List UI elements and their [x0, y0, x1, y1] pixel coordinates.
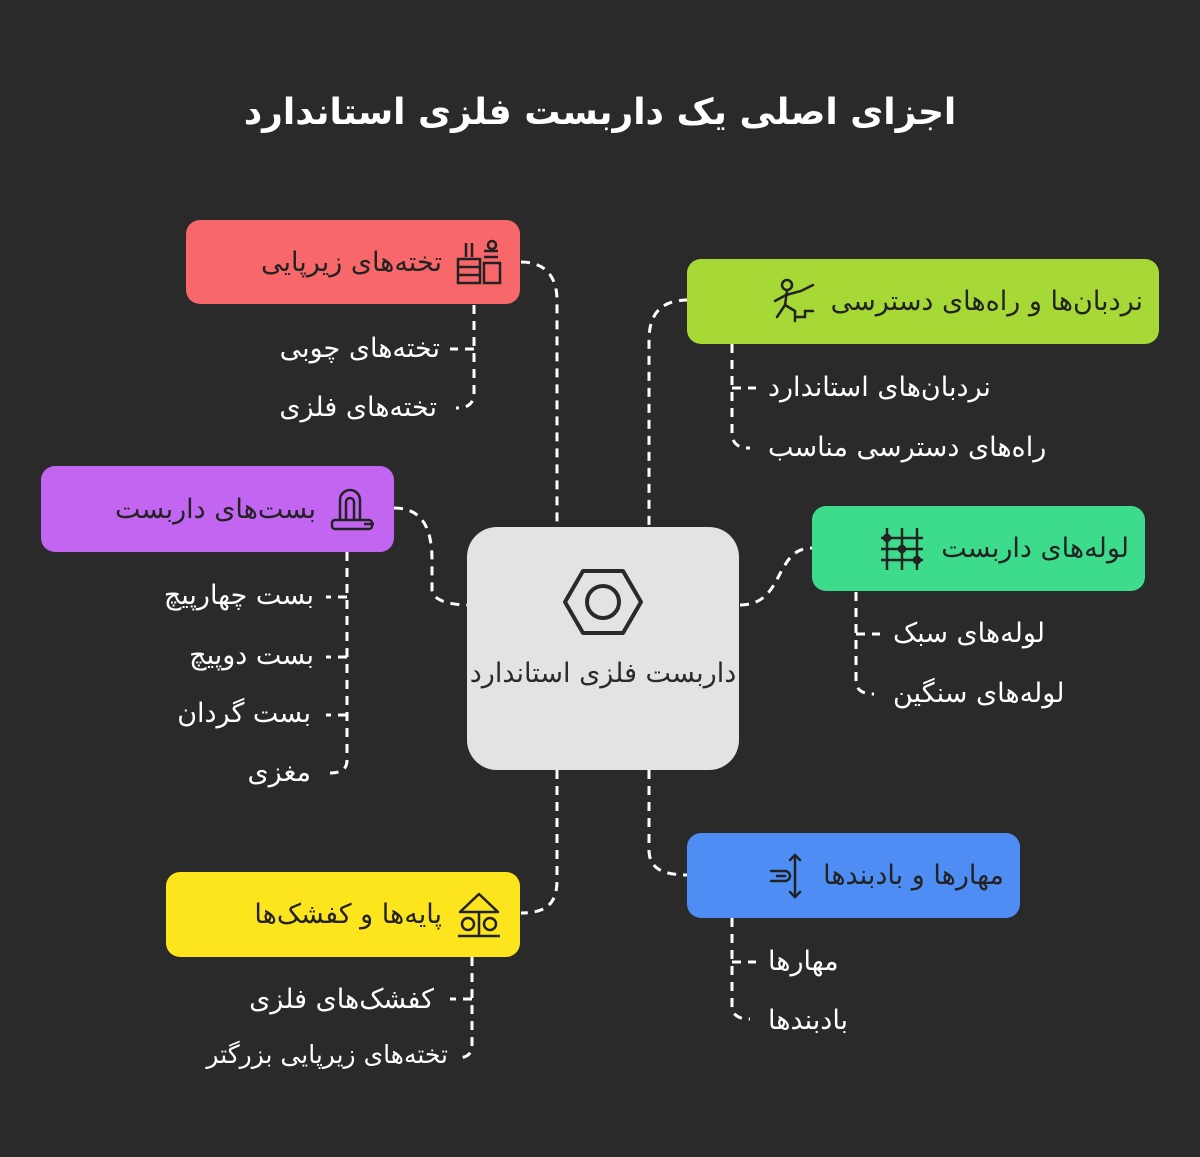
node-ladders-label: نردبان‌ها و راه‌های دسترسی: [830, 286, 1143, 317]
node-planks: تخته‌های زیرپایی: [186, 220, 520, 304]
node-ladders: نردبان‌ها و راه‌های دسترسی: [687, 259, 1159, 344]
connector-bases: [520, 770, 559, 915]
node-pipes: لوله‌های داربست: [812, 506, 1145, 591]
anchor-tie-icon: [765, 851, 815, 901]
connector-planks: [520, 260, 559, 527]
connector-bases-items: [455, 957, 474, 1060]
node-clamps-label: بست‌های داربست: [115, 493, 316, 525]
connector-ties: [647, 770, 689, 877]
climbing-person-icon: [767, 277, 817, 327]
planks-item-metal: تخته‌های فلزی: [279, 392, 437, 423]
clamps-item-spigot: مغزی: [247, 757, 311, 788]
node-ties-label: مهارها و بادبندها: [823, 860, 1004, 891]
hex-nut-icon: [563, 569, 643, 635]
clamps-item-swivel: بست گردان: [177, 698, 311, 729]
node-pipes-label: لوله‌های داربست: [941, 533, 1129, 564]
connector-ladders: [647, 298, 689, 527]
node-ties: مهارها و بادبندها: [687, 833, 1020, 918]
connector-clamps-items: [329, 552, 349, 775]
connector-pipes-items: [854, 592, 875, 696]
clamp-icon: [328, 484, 378, 534]
clamps-item-four-bolt: بست چهارپیچ: [163, 580, 314, 611]
node-planks-label: تخته‌های زیرپایی: [261, 246, 442, 278]
base-stand-icon: [454, 890, 504, 940]
ladders-item-standard: نردبان‌های استاندارد: [768, 372, 991, 403]
pipe-frame-icon: [877, 524, 927, 574]
clamps-item-two-bolt: بست دوپیچ: [189, 640, 314, 671]
bases-item-large-planks: تخته‌های زیرپایی بزرگتر: [206, 1040, 448, 1069]
ties-item-braces: بادبندها: [768, 1005, 849, 1036]
connector-planks-items: [455, 305, 476, 410]
connector-ladders-items: [730, 344, 751, 450]
connector-ties-items: [730, 918, 751, 1021]
node-bases-label: پایه‌ها و کفشک‌ها: [254, 899, 442, 930]
connector-clamps: [393, 506, 468, 607]
diagram-title: اجزای اصلی یک داربست فلزی استاندارد: [243, 92, 957, 133]
bases-item-metal-shoes: کفشک‌های فلزی: [249, 984, 434, 1015]
center-label: داربست فلزی استاندارد: [469, 658, 737, 689]
ladders-item-access: راه‌های دسترسی مناسب: [768, 432, 1047, 463]
connector-pipes: [739, 546, 814, 607]
node-bases: پایه‌ها و کفشک‌ها: [166, 872, 520, 957]
scaffold-plank-icon: [454, 237, 504, 287]
node-clamps: بست‌های داربست: [41, 466, 394, 552]
pipes-item-heavy: لوله‌های سنگین: [893, 678, 1065, 709]
ties-item-anchors: مهارها: [768, 946, 839, 977]
planks-item-wood: تخته‌های چوبی: [279, 333, 440, 364]
pipes-item-light: لوله‌های سبک: [893, 618, 1045, 649]
center-node: داربست فلزی استاندارد: [467, 527, 739, 770]
